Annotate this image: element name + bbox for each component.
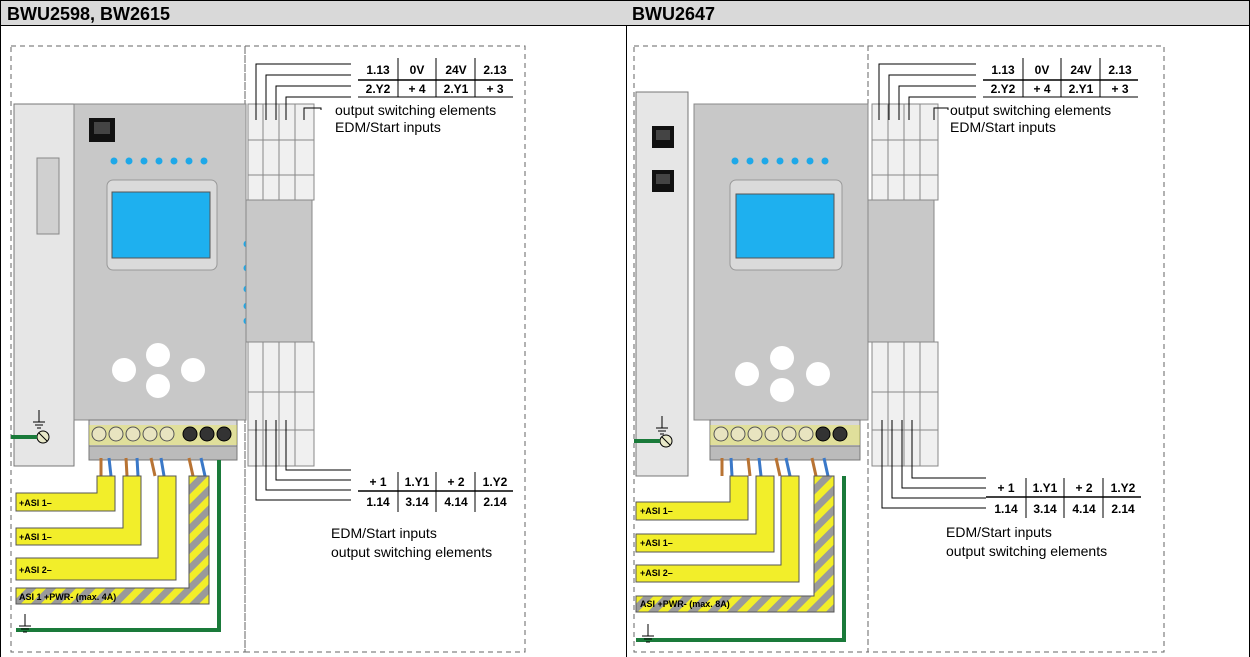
terminal-table-top: 1.13 0V 24V 2.13 2.Y2 + 4 2.Y1 + 3: [358, 58, 513, 98]
terminal-label: 1.14: [366, 495, 390, 509]
terminal-label: + 1: [369, 475, 386, 489]
terminal-label: 2.13: [483, 63, 507, 77]
module-housing: [635, 91, 869, 477]
asi-label: +ASI 1–: [640, 506, 673, 516]
terminal-label: 2.13: [1108, 63, 1132, 77]
button-left: [112, 358, 136, 382]
panel-title: BWU2647: [626, 0, 1249, 26]
wiring-diagram: +ASI 1– +ASI 1– +ASI 2– ASI 1 +PWR- (max…: [10, 45, 526, 653]
terminal-label: 2.Y2: [991, 82, 1016, 96]
side-block: [245, 103, 315, 467]
asi-cables: [635, 475, 835, 613]
terminal-strip: [709, 419, 861, 461]
terminal-label: + 4: [1033, 82, 1050, 96]
dashed-frame: [633, 45, 1165, 653]
ground-icon: [19, 614, 31, 633]
terminal-label: 2.Y2: [366, 82, 391, 96]
terminal-table-top: 1.13 0V 24V 2.13 2.Y2 + 4 2.Y1 + 3: [983, 58, 1138, 98]
panel-right: BWU2647: [626, 0, 1250, 657]
terminal-label: 1.Y2: [483, 475, 508, 489]
terminal-label: 3.14: [405, 495, 429, 509]
button-right: [806, 362, 830, 386]
button-left: [735, 362, 759, 386]
display-screen: [111, 191, 211, 259]
top-label: EDM/Start inputs: [950, 119, 1056, 135]
terminal-label: + 4: [408, 82, 425, 96]
terminal-label: 24V: [445, 63, 466, 77]
leader-lines: [878, 63, 986, 509]
terminal-label: 1.Y1: [405, 475, 430, 489]
terminal-label: 1.13: [366, 63, 390, 77]
terminal-strip: [88, 419, 238, 461]
module-housing: [13, 103, 247, 467]
asi-cables: [15, 475, 210, 605]
button-up: [146, 343, 170, 367]
terminal-label: + 2: [1075, 481, 1092, 495]
terminal-label: 1.Y2: [1111, 481, 1136, 495]
terminal-label: 4.14: [1072, 502, 1096, 516]
terminal-table-bottom: + 1 1.Y1 + 2 1.Y2 1.14 3.14 4.14 2.14: [986, 478, 1141, 518]
terminal-label: 0V: [1035, 63, 1050, 77]
bottom-label: output switching elements: [331, 544, 492, 560]
control-buttons: [112, 343, 205, 398]
asi-wires: [99, 457, 207, 477]
button-right: [181, 358, 205, 382]
top-label: EDM/Start inputs: [335, 119, 441, 135]
terminal-label: 1.14: [994, 502, 1018, 516]
asi-label: ASI 1 +PWR- (max. 4A): [19, 592, 116, 602]
terminal-label: 2.14: [483, 495, 507, 509]
display-screen: [735, 193, 835, 259]
terminal-label: 24V: [1070, 63, 1091, 77]
asi-label: ASI +PWR- (max. 8A): [640, 599, 730, 609]
wiring-diagram: +ASI 1– +ASI 1– +ASI 2– ASI +PWR- (max. …: [633, 45, 1165, 653]
terminal-label: 3.14: [1033, 502, 1057, 516]
bottom-label: EDM/Start inputs: [946, 524, 1052, 540]
asi-label: +ASI 2–: [640, 568, 673, 578]
leader-lines: [255, 63, 351, 501]
control-buttons: [735, 346, 830, 402]
terminal-label: 4.14: [444, 495, 468, 509]
terminal-label: + 3: [1111, 82, 1128, 96]
terminal-label: + 2: [447, 475, 464, 489]
bottom-label: output switching elements: [946, 543, 1107, 559]
terminal-label: 0V: [410, 63, 425, 77]
terminal-label: 2.Y1: [444, 82, 469, 96]
terminal-table-bottom: + 1 1.Y1 + 2 1.Y2 1.14 3.14 4.14 2.14: [358, 472, 513, 512]
asi-label: +ASI 1–: [19, 532, 52, 542]
asi-label: +ASI 1–: [640, 538, 673, 548]
asi-label: +ASI 1–: [19, 498, 52, 508]
asi-label: +ASI 2–: [19, 565, 52, 575]
top-label: output switching elements: [950, 102, 1111, 118]
side-block: [867, 103, 939, 467]
button-down: [146, 374, 170, 398]
button-down: [770, 378, 794, 402]
terminal-label: + 1: [997, 481, 1014, 495]
terminal-label: 2.Y1: [1069, 82, 1094, 96]
terminal-label: + 3: [486, 82, 503, 96]
asi-wires: [720, 457, 830, 477]
terminal-label: 1.Y1: [1033, 481, 1058, 495]
pe-wire: [636, 476, 846, 642]
button-up: [770, 346, 794, 370]
pe-wire: [16, 460, 221, 632]
bottom-label: EDM/Start inputs: [331, 525, 437, 541]
top-label: output switching elements: [335, 102, 496, 118]
terminal-label: 1.13: [991, 63, 1015, 77]
terminal-label: 2.14: [1111, 502, 1135, 516]
panel-left: BWU2598, BW2615: [0, 0, 627, 657]
ground-icon: [642, 624, 654, 643]
panel-title: BWU2598, BW2615: [1, 0, 626, 26]
